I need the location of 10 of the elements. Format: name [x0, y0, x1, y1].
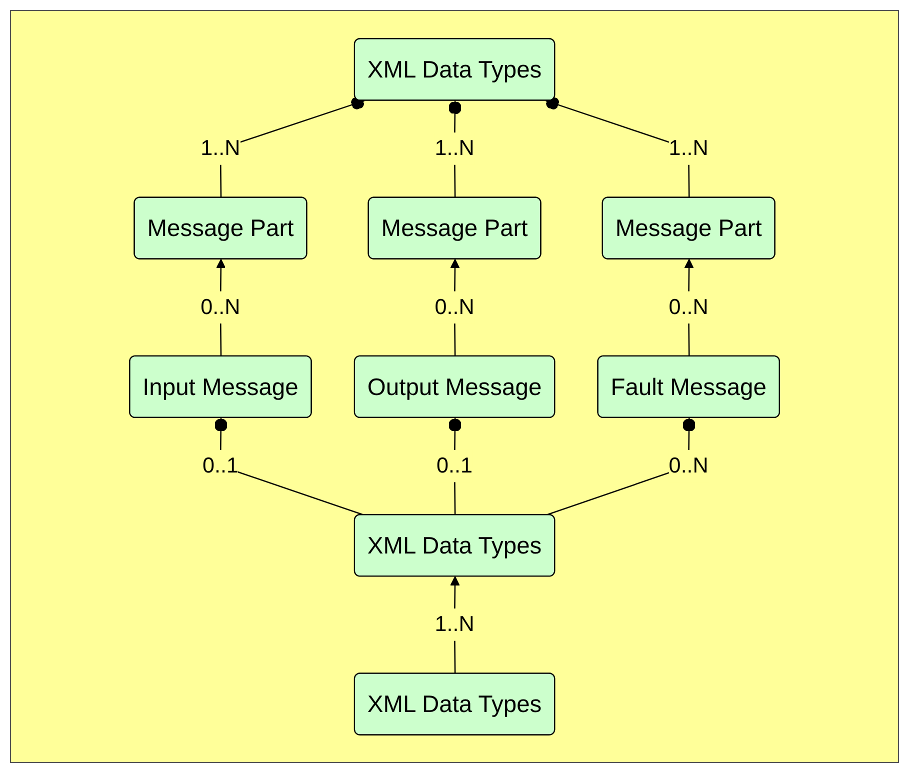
- edge-label: 1..N: [434, 612, 474, 636]
- edge-label: 0..N: [434, 295, 474, 320]
- edge-label: 1..N: [668, 136, 708, 160]
- edge-label: 1..N: [434, 136, 474, 160]
- edge-label: 0..1: [436, 454, 473, 478]
- edge-label: 0..N: [668, 454, 708, 478]
- edge-label: 0..N: [668, 295, 708, 320]
- edge-label: 0..N: [200, 295, 240, 320]
- edge-label: 0..1: [202, 454, 238, 478]
- edge-label: 1..N: [200, 136, 240, 160]
